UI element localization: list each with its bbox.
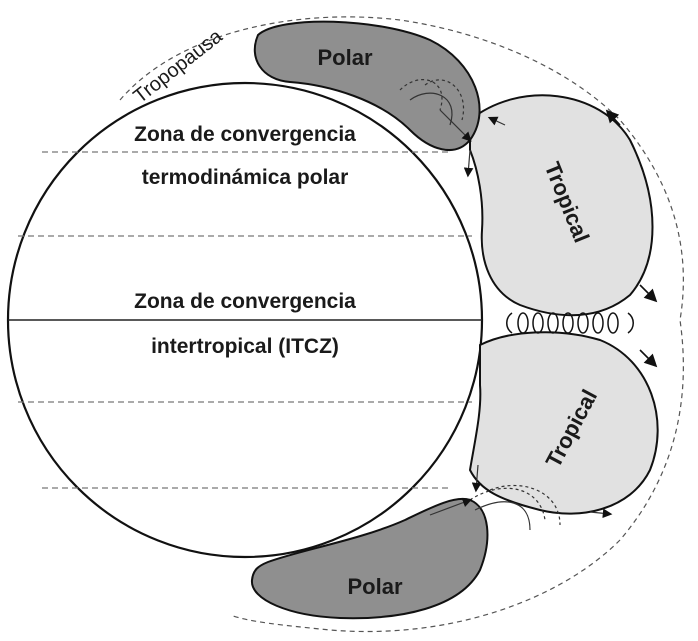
polar-cell-south-label: Polar bbox=[347, 574, 402, 599]
zone-itcz-label-line1: Zona de convergencia bbox=[134, 290, 356, 313]
zone-polar-label-line2: termodinámica polar bbox=[142, 166, 349, 189]
polar-cell-north-label: Polar bbox=[317, 45, 372, 70]
zone-polar-label-line1: Zona de convergencia bbox=[134, 123, 356, 146]
zone-itcz-label-line2: intertropical (ITCZ) bbox=[151, 335, 339, 358]
